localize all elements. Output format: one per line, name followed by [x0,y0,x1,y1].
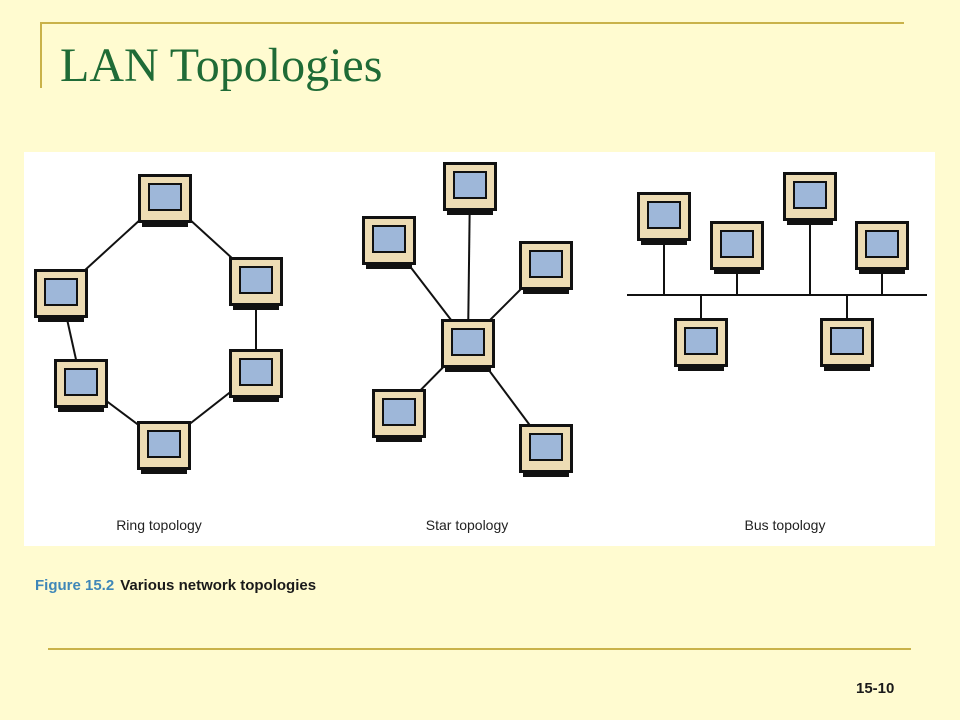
computer-icon [519,241,573,294]
figure-panel [24,152,935,546]
figure-number: Figure 15.2 [35,577,115,594]
bus-computers [637,172,909,371]
computer-icon [855,221,909,274]
bus-topology-label: Bus topology [744,517,826,533]
computer-icon [138,174,192,227]
topology-diagram [34,162,927,477]
computer-icon [783,172,837,225]
computer-icon [820,318,874,371]
figure-caption: Figure 15.2 Various network topologies [35,577,316,594]
computer-icon [137,421,191,474]
computer-icon [674,318,728,371]
star-topology-label: Star topology [425,517,509,533]
figure-caption-text: Various network topologies [120,577,317,594]
bus-connections [627,218,927,320]
computer-icon [229,257,283,310]
computer-icon [229,349,283,402]
ring-computers [34,174,283,474]
star-computers [362,162,573,477]
bottom-rule [48,648,911,650]
left-rule [40,22,42,88]
hub-computer-icon [441,319,495,372]
computer-icon [372,389,426,442]
slide-title: LAN Topologies [60,39,383,92]
computer-icon [637,192,691,245]
ring-topology-label: Ring topology [116,517,202,533]
computer-icon [443,162,497,215]
top-rule [40,22,904,24]
computer-icon [362,216,416,269]
computer-icon [54,359,108,412]
computer-icon [519,424,573,477]
page-number: 15-10 [856,680,895,697]
computer-icon [34,269,88,322]
computer-icon [710,221,764,274]
